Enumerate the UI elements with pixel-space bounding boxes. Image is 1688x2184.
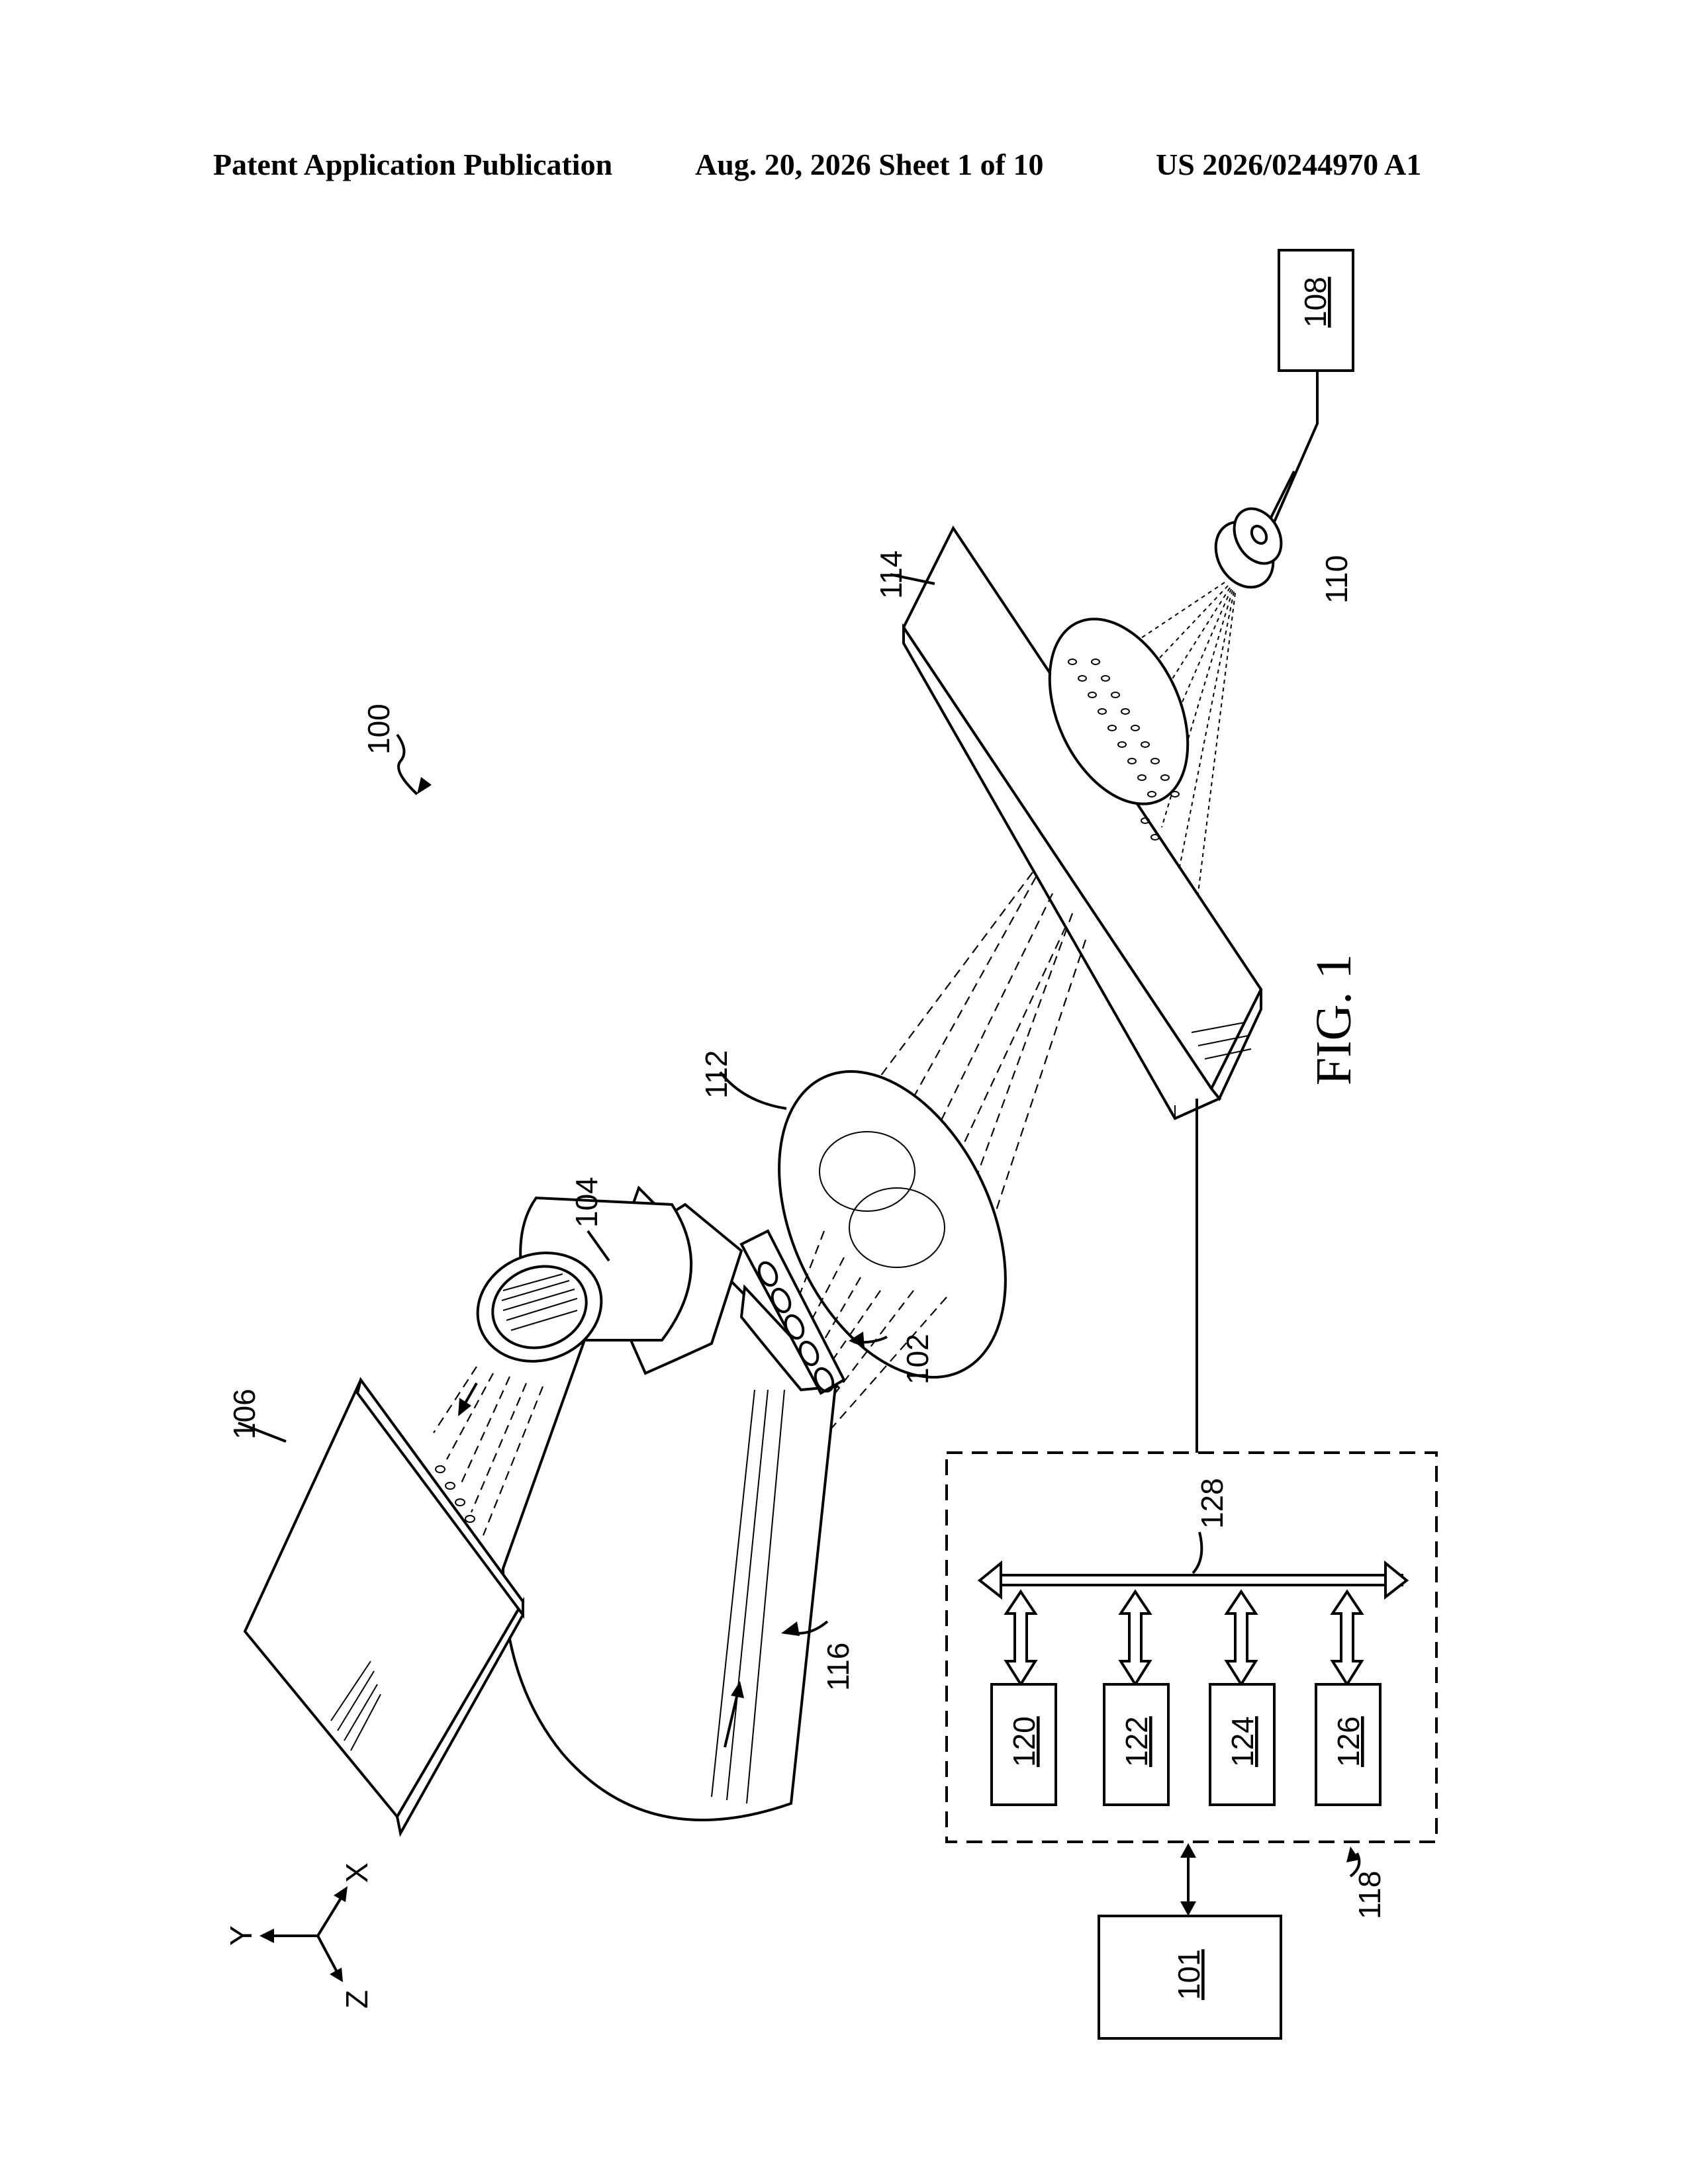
label-120: 120 [1007, 1716, 1041, 1767]
light-source-108: 108 [1261, 250, 1353, 535]
arrowhead-to-106 [458, 1398, 471, 1416]
label-110: 110 [1319, 555, 1354, 604]
label-108: 108 [1298, 277, 1333, 328]
axis-y-label: Y [224, 1925, 258, 1946]
label-100: 100 [361, 704, 396, 754]
workpiece-106: 106 [227, 1380, 523, 1833]
label-104: 104 [569, 1177, 604, 1228]
controller-118: 118 128 120 [947, 1099, 1436, 1919]
label-128: 128 [1195, 1478, 1229, 1529]
connector-120 [1006, 1592, 1035, 1684]
axis-y-arrowhead [259, 1929, 274, 1943]
label-106: 106 [227, 1388, 261, 1439]
label-112: 112 [699, 1050, 733, 1099]
ref-100: 100 [361, 704, 432, 794]
label-126: 126 [1331, 1716, 1366, 1767]
connector-124 [1227, 1592, 1256, 1684]
bus-128-arrow-left [980, 1563, 1001, 1597]
arrowhead-100 [417, 777, 432, 794]
link-arrowhead-up [1180, 1843, 1196, 1858]
modulator-114: 114 [874, 528, 1261, 1118]
label-118: 118 [1352, 1871, 1387, 1919]
axis-z-label: Z [340, 1990, 374, 2009]
leader-100 [397, 735, 417, 794]
axis-x-label: X [340, 1862, 374, 1883]
connector-126 [1333, 1592, 1362, 1684]
figure-caption: FIG. 1 [1306, 954, 1362, 1085]
link-arrowhead-down [1180, 1901, 1196, 1916]
plate-114-top [904, 528, 1261, 1089]
workpiece-106-top [245, 1380, 523, 1817]
axis-z-line [318, 1936, 339, 1976]
computer-101: 101 [1099, 1843, 1281, 2038]
label-124: 124 [1225, 1716, 1260, 1767]
label-102: 102 [900, 1334, 935, 1385]
axis-x-line [318, 1893, 344, 1936]
label-116: 116 [821, 1643, 855, 1691]
axis-triad: X Y Z [224, 1862, 374, 2009]
connector-122 [1121, 1592, 1150, 1684]
collimator-110: 110 [1204, 500, 1354, 604]
label-122: 122 [1119, 1716, 1154, 1767]
bus-128-arrow-right [1385, 1563, 1407, 1597]
fiber-direction-arrow [1268, 471, 1294, 524]
label-101: 101 [1172, 1949, 1206, 2000]
leader-128 [1193, 1532, 1201, 1573]
